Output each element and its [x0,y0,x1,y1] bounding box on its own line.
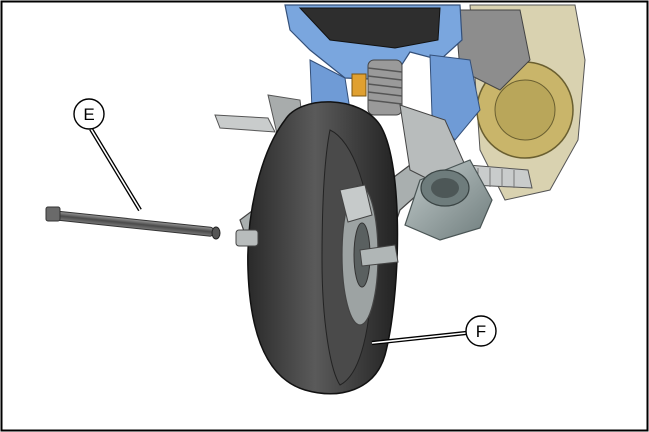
engine-case-inner [494,79,556,141]
leader-f-inner [371,332,467,344]
callout-e-label: E [83,105,94,124]
rear-axle [45,206,221,240]
exhaust-outlet-inner [431,178,459,198]
axle-head [45,206,61,222]
shock-coils [367,67,403,105]
callout-f: F [371,315,497,347]
seat-underside [298,7,441,49]
footpeg-teeth [477,168,515,188]
callout-e: E [73,98,142,212]
axle-tip [211,226,221,240]
leader-e-inner [90,128,141,211]
chain-adjuster [235,229,259,247]
motorcycle-rear-illustration [214,4,586,395]
axle-nut-bracket [359,244,399,267]
brake-caliper [339,184,373,223]
callout-e-circle [73,98,105,130]
callout-f-circle [465,315,497,347]
left-footpeg [214,114,276,133]
shock-reservoir [351,73,367,97]
callout-f-label: F [476,322,486,341]
